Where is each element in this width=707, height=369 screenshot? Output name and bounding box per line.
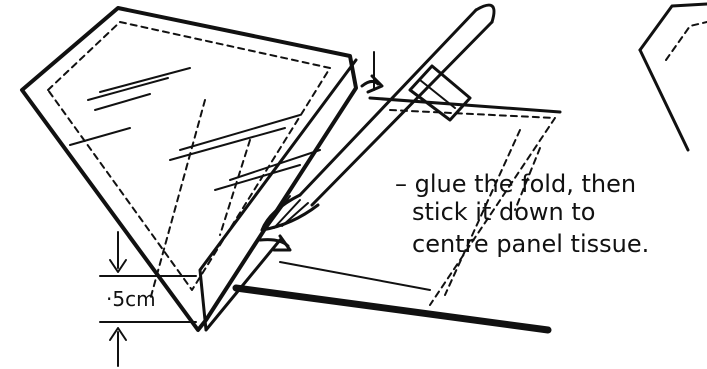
- dimension-marker: ·5cm: [100, 232, 196, 366]
- panel-edge-line: [236, 288, 548, 330]
- instruction-annotation: – glue the fold, then stick it down to c…: [395, 170, 649, 258]
- fold-arrow-top-icon: [362, 76, 382, 92]
- annotation-line-3: centre panel tissue.: [412, 230, 649, 258]
- dimension-label: ·5cm: [106, 287, 156, 311]
- right-sheet-partial: [640, 4, 707, 150]
- annotation-line-2: stick it down to: [412, 198, 596, 226]
- tissue-sheet: [22, 8, 356, 330]
- annotation-line-1: – glue the fold, then: [395, 170, 636, 198]
